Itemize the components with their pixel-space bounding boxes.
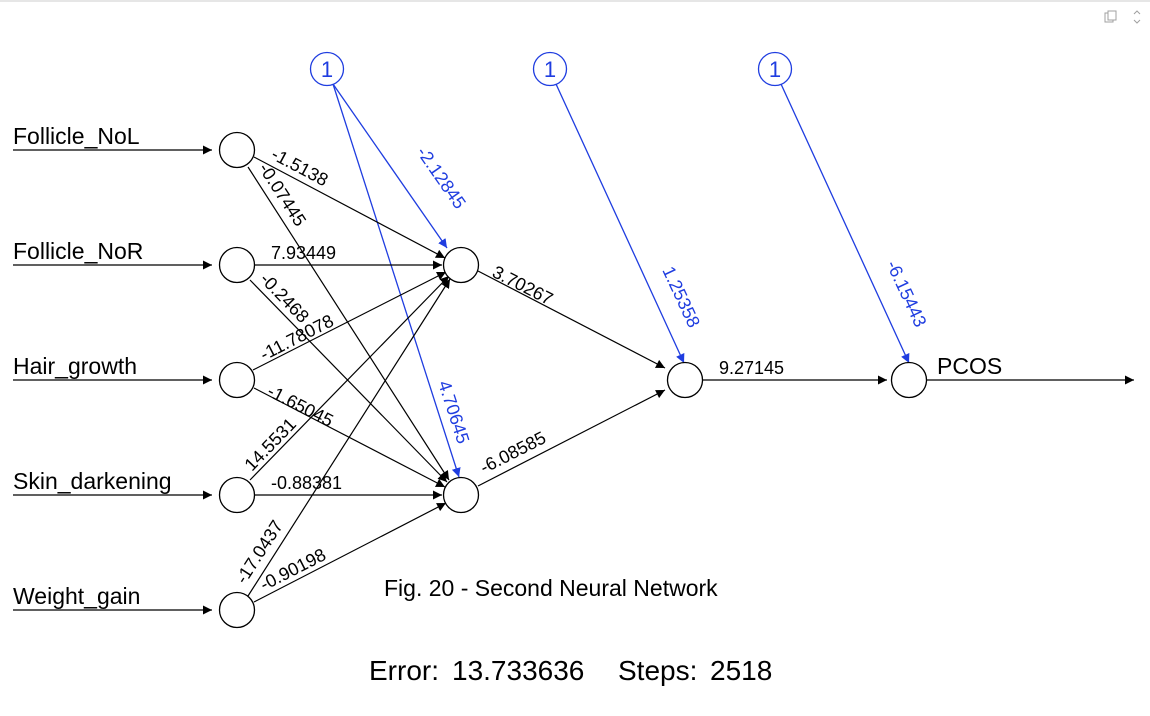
edge-in4-h1 [249, 275, 450, 481]
edge-bias-hidden2 [332, 83, 461, 478]
output-label-pcos: PCOS [937, 353, 1002, 379]
viewer-toolbar [1104, 10, 1146, 24]
weight-label-h1-h3: 3.70267 [489, 262, 556, 309]
input-node-4 [218, 476, 256, 514]
bias-weight-label-hidden1: -2.12845 [413, 143, 470, 213]
edge-in2-h2 [249, 279, 448, 483]
bias-node-1-label: 1 [321, 57, 333, 82]
input-labels: Follicle_NoL Follicle_NoR Hair_growth Sk… [13, 123, 172, 609]
hidden-node-2 [442, 476, 480, 514]
weight-label-h3-output: 9.27145 [719, 358, 784, 378]
edge-in1-h1 [253, 156, 446, 259]
bias-weight-labels: -2.12845 4.70645 1.25358 -6.15443 [413, 143, 931, 446]
hidden-node-3 [666, 361, 704, 399]
bias-node-2-label: 1 [544, 57, 556, 82]
weight-labels: -1.5138 -0.07445 7.93449 -0.2468 -11.780… [232, 144, 784, 595]
edge-bias-hidden1 [332, 83, 448, 249]
input-node-5 [218, 591, 256, 629]
weight-edges-input-hidden [247, 156, 451, 603]
bias-node-2 [532, 51, 568, 87]
hidden-node-1 [442, 246, 480, 284]
nodes [218, 131, 928, 629]
input-node-3 [218, 361, 256, 399]
edge-in5-h2 [253, 502, 447, 603]
steps-value: 2518 [710, 655, 772, 686]
weight-label-in3-h2: -1.65045 [264, 381, 336, 431]
input-node-1 [218, 131, 256, 169]
input-node-2 [218, 246, 256, 284]
input-label-hair-growth: Hair_growth [13, 353, 137, 379]
training-stats: Error: 13.733636 Steps: 2518 [369, 655, 772, 686]
bias-weight-label-hidden2: 4.70645 [434, 378, 473, 446]
bias-node-3 [757, 51, 793, 87]
input-label-follicle-nol: Follicle_NoL [13, 123, 140, 149]
figure-caption: Fig. 20 - Second Neural Network [384, 575, 718, 601]
input-label-weight-gain: Weight_gain [13, 583, 140, 609]
edge-h2-h3 [477, 389, 666, 487]
weight-label-in2-h2: -0.2468 [256, 269, 313, 327]
bias-node-3-label: 1 [769, 57, 781, 82]
bias-nodes: 1 1 1 [309, 51, 793, 87]
weight-label-h2-h3: -6.08585 [477, 427, 549, 477]
copy-icon[interactable] [1104, 10, 1118, 24]
edge-h1-h3 [477, 270, 666, 369]
output-node [890, 361, 928, 399]
weight-edges-hidden-output [477, 270, 1134, 487]
steps-label: Steps: [618, 655, 697, 686]
panel-top-border [0, 0, 1150, 2]
weight-label-in4-h2: -0.88381 [271, 473, 342, 493]
edge-bias-output [780, 83, 910, 364]
weight-label-in4-h1: 14.5531 [240, 414, 300, 475]
error-label: Error: [369, 655, 439, 686]
bias-edges [332, 83, 910, 478]
edge-bias-h3 [555, 83, 685, 364]
weight-label-in2-h1: 7.93449 [271, 243, 336, 263]
edge-in3-h1 [252, 271, 447, 371]
input-label-skin-darkening: Skin_darkening [13, 468, 172, 494]
bias-node-1 [309, 51, 345, 87]
input-stubs [13, 145, 212, 615]
edge-in1-h2 [247, 166, 450, 481]
input-label-follicle-nor: Follicle_NoR [13, 238, 143, 264]
edge-in5-h1 [247, 278, 451, 597]
error-value: 13.733636 [452, 655, 584, 686]
expand-icon[interactable] [1132, 10, 1146, 24]
